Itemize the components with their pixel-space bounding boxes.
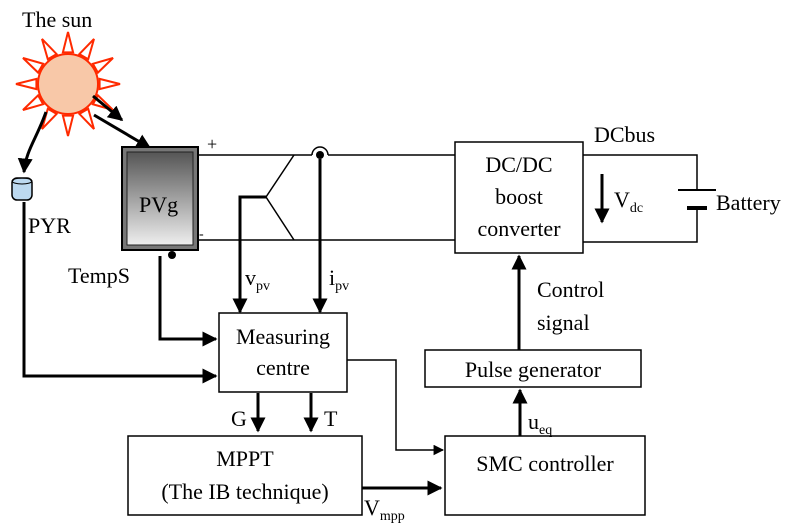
sun-rays — [15, 31, 121, 137]
pyr-label: PYR — [28, 213, 71, 238]
irradiance-arrow-pv-2 — [93, 113, 152, 150]
irradiance-arrow-pyr — [17, 111, 48, 174]
control-label-line-1: Control — [537, 277, 604, 302]
control-label-line-2: signal — [537, 310, 590, 335]
sun-ray — [15, 77, 38, 91]
mppt-line-2: (The IB technique) — [161, 479, 328, 504]
sun-ray — [61, 31, 75, 54]
g-label: G — [231, 406, 247, 431]
temps-label: TempS — [68, 263, 130, 288]
converter-line-1: DC/DC — [485, 152, 552, 177]
vpv-signal-arrow — [232, 195, 266, 314]
measuring-line-2: centre — [256, 355, 310, 380]
current-sensor-dot — [316, 151, 324, 159]
temps-signal-arrow — [158, 256, 218, 347]
dcbus-output-top — [583, 154, 698, 190]
t-label: T — [324, 406, 338, 431]
measuring-to-smc-arrow — [347, 359, 445, 456]
pyr-signal-arrow — [22, 202, 218, 384]
vmpp-label: Vmpp — [364, 495, 405, 524]
sun-ray — [22, 93, 45, 111]
vdc-label: Vdc — [614, 187, 643, 216]
irradiance-arrow-pv — [92, 94, 124, 122]
mppt-block — [127, 435, 363, 516]
ueq-label: ueq — [528, 409, 552, 438]
sun-ray — [91, 57, 114, 75]
ipv-label: ipv — [329, 265, 349, 294]
wire-crossover — [311, 146, 329, 156]
voltage-probe-fork — [265, 154, 295, 241]
sun-ray — [22, 57, 45, 75]
temperature-sensor-dot — [168, 251, 176, 259]
dcbus-label: DCbus — [594, 122, 655, 147]
measuring-line-1: Measuring — [236, 324, 330, 349]
sun-label: The sun — [22, 7, 92, 32]
pv-generator-panel — [126, 151, 194, 246]
sun-ray — [77, 38, 95, 61]
pyranometer-icon — [11, 177, 33, 201]
pvg-label: PVg — [139, 192, 178, 217]
smc-controller-block — [444, 435, 646, 516]
dcdc-converter-block — [454, 141, 584, 254]
pulse-generator-block — [424, 349, 642, 388]
sun-icon — [37, 53, 99, 115]
converter-line-2: boost — [495, 184, 543, 209]
smc-label: SMC controller — [476, 451, 614, 476]
sun-ray — [61, 114, 75, 137]
sun-ray — [77, 107, 95, 130]
plus-terminal: + — [207, 134, 217, 154]
vpv-label: vpv — [245, 265, 270, 294]
minus-terminal: - — [199, 227, 204, 242]
measuring-centre-block — [218, 312, 348, 393]
pulse-label: Pulse generator — [465, 357, 602, 382]
sun-ray — [98, 77, 121, 91]
dcbus-output-bottom — [583, 208, 698, 243]
mppt-line-1: MPPT — [216, 446, 274, 471]
sun-ray — [41, 38, 59, 61]
battery-label: Battery — [716, 190, 781, 215]
converter-line-3: converter — [477, 216, 561, 241]
